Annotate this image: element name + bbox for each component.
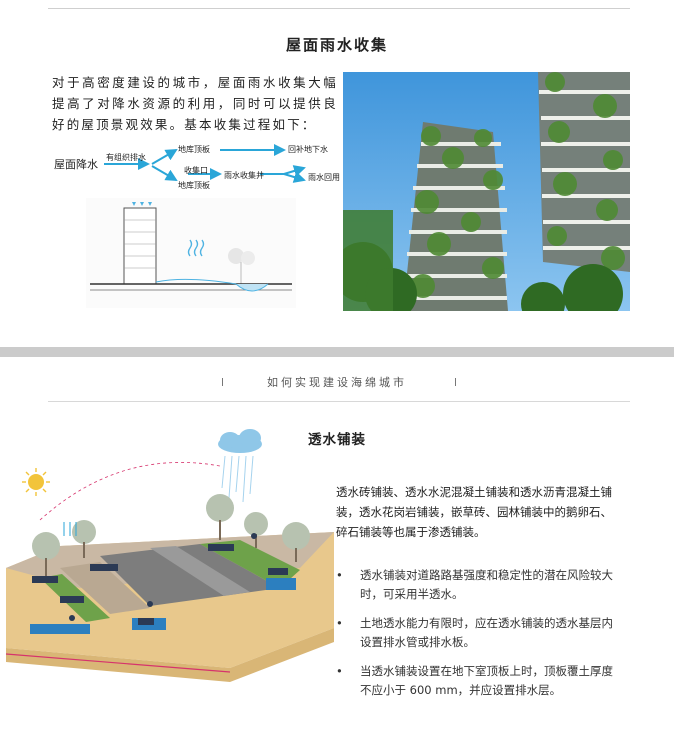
section-separator-band <box>0 347 674 357</box>
flow-end-groundwater: 回补地下水 <box>288 145 328 154</box>
flow-edge-label: 有组织排水 <box>106 153 146 162</box>
permeable-paving-paragraph: 透水砖铺装、透水水泥混凝土铺装和透水沥青混凝土铺装，透水花岗岩铺装，嵌草砖、园林… <box>336 485 612 539</box>
building-section-drawing <box>86 198 296 308</box>
bullet-text: 土地透水能力有限时，应在透水铺装的透水基层内设置排水管或排水板。 <box>360 616 613 649</box>
subsection-label: 如何实现建设海绵城市 <box>267 376 407 389</box>
section-illustration <box>86 198 296 308</box>
permeable-paving-bullet-list: • 透水铺装对道路路基强度和稳定性的潜在风险较大时，可采用半透水。 • 土地透水能力… <box>336 566 614 710</box>
flow-node-a: 地库顶板 <box>178 145 210 154</box>
intro-paragraph: 对于高密度建设的城市，屋面雨水收集大幅提高了对降水资源的利用，同时可以提供良好的… <box>52 75 338 132</box>
subsection-divider <box>48 401 630 402</box>
vertical-forest-image <box>343 72 630 311</box>
bullet-item: • 透水铺装对道路路基强度和稳定性的潜在风险较大时，可采用半透水。 <box>336 566 614 604</box>
flow-node-b-bottom: 地库顶板 <box>178 181 210 190</box>
sun-icon <box>22 468 50 496</box>
permeable-paving-illustration <box>0 428 334 698</box>
flow-node-c: 雨水收集井 <box>224 171 264 180</box>
flow-end-reuse: 雨水回用 <box>308 173 340 182</box>
section-title-roof-rainwater: 屋面雨水收集 <box>285 36 388 54</box>
bullet-text: 透水铺装对道路路基强度和稳定性的潜在风险较大时，可采用半透水。 <box>360 568 613 601</box>
bullet-dot: • <box>336 664 343 678</box>
vertical-forest-photo <box>343 72 630 311</box>
bullet-item: • 当透水铺装设置在地下室顶板上时，顶板覆土厚度不应小于 600 mm，并应设置排… <box>336 662 614 700</box>
right-divider-tick <box>455 378 456 386</box>
street-cross-section <box>5 429 334 682</box>
rain-cloud-icon <box>218 429 262 503</box>
bullet-item: • 土地透水能力有限时，应在透水铺装的透水基层内设置排水管或排水板。 <box>336 614 614 652</box>
subsection-header: 如何实现建设海绵城市 <box>0 374 674 390</box>
bullet-dot: • <box>336 616 343 630</box>
top-divider <box>48 8 630 9</box>
flow-arrows <box>104 144 306 183</box>
bullet-text: 当透水铺装设置在地下室顶板上时，顶板覆土厚度不应小于 600 mm，并应设置排水… <box>360 664 613 697</box>
flow-start: 屋面降水 <box>54 158 98 171</box>
left-divider-tick <box>222 378 223 386</box>
rainwater-flow-diagram: 屋面降水 有组织排水 地库顶板 收集口 地库顶板 雨水收集井 回补地下水 雨水回… <box>48 138 348 198</box>
flow-node-b-top: 收集口 <box>184 166 208 175</box>
bullet-dot: • <box>336 568 343 582</box>
section-title-permeable-paving: 透水铺装 <box>308 432 366 448</box>
